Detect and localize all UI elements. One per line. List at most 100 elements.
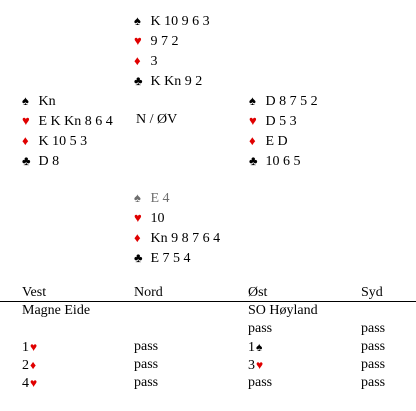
header-east: Øst	[248, 285, 268, 300]
south-clubs-cards: E 7 5 4	[150, 251, 191, 266]
bid-east: pass	[248, 320, 272, 338]
spade-icon: ♠	[249, 93, 256, 108]
bid-north: pass	[134, 374, 158, 392]
north-hearts-cards: 9 7 2	[150, 34, 179, 49]
bid-east: 3♥	[248, 356, 263, 375]
bid-east: pass	[248, 374, 272, 392]
bidding-table: Vest Nord Øst Syd Magne Eide SO Høyland …	[0, 284, 416, 392]
dealer-vulnerability-label: N / ØV	[136, 112, 178, 127]
bid-text: pass	[361, 339, 386, 354]
club-icon: ♣	[22, 153, 31, 168]
south-diamonds-holding: ♦ Kn 9 8 7 6 4	[134, 228, 220, 248]
north-clubs-cards: K Kn 9 2	[150, 74, 203, 89]
bid-text: pass	[361, 321, 386, 336]
south-spades-cards: E 4	[150, 191, 170, 206]
east-spades-holding: ♠ D 8 7 5 2	[249, 91, 318, 111]
club-icon: ♣	[134, 250, 143, 265]
south-hearts-holding: ♥ 10	[134, 208, 220, 228]
player-east-name: SO Høyland	[248, 303, 318, 318]
north-spades-holding: ♠ K 10 9 6 3	[134, 11, 210, 31]
bidding-row: 2♦ pass 3♥ pass	[0, 356, 416, 374]
bid-south: pass	[361, 374, 385, 392]
north-clubs-holding: ♣ K Kn 9 2	[134, 71, 210, 91]
east-diamonds-cards: E D	[265, 134, 288, 149]
bidding-header-row: Vest Nord Øst Syd	[0, 284, 416, 302]
bid-west: 1♥	[22, 338, 37, 357]
south-clubs-holding: ♣ E 7 5 4	[134, 248, 220, 268]
bid-text: pass	[361, 357, 386, 372]
bid-text: 1	[22, 340, 29, 355]
bid-south: pass	[361, 320, 385, 338]
bid-text: 4	[22, 376, 29, 391]
east-hearts-holding: ♥ D 5 3	[249, 111, 318, 131]
south-hand: ♠ E 4 ♥ 10 ♦ Kn 9 8 7 6 4 ♣ E 7 5 4	[134, 188, 220, 268]
east-clubs-holding: ♣ 10 6 5	[249, 151, 318, 171]
spade-icon: ♠	[22, 93, 29, 108]
bid-west: 4♥	[22, 374, 37, 393]
bid-text: pass	[361, 375, 386, 390]
north-diamonds-holding: ♦ 3	[134, 51, 210, 71]
east-clubs-cards: 10 6 5	[265, 154, 301, 169]
spade-icon: ♠	[134, 190, 141, 205]
bid-text: pass	[248, 321, 273, 336]
bid-text: 1	[248, 340, 255, 355]
north-spades-cards: K 10 9 6 3	[150, 14, 210, 29]
club-icon: ♣	[249, 153, 258, 168]
diamond-icon: ♦	[249, 133, 256, 148]
west-hearts-cards: E K Kn 8 6 4	[38, 114, 113, 129]
bid-text: pass	[248, 375, 273, 390]
north-diamonds-cards: 3	[150, 54, 158, 69]
heart-icon: ♥	[249, 113, 257, 128]
north-hearts-holding: ♥ 9 7 2	[134, 31, 210, 51]
east-spades-cards: D 8 7 5 2	[265, 94, 318, 109]
west-clubs-holding: ♣ D 8	[22, 151, 113, 171]
west-clubs-cards: D 8	[38, 154, 60, 169]
east-hand: ♠ D 8 7 5 2 ♥ D 5 3 ♦ E D ♣ 10 6 5	[249, 91, 318, 171]
player-names-row: Magne Eide SO Høyland	[0, 302, 416, 320]
west-hand: ♠ Kn ♥ E K Kn 8 6 4 ♦ K 10 5 3 ♣ D 8	[22, 91, 113, 171]
heart-icon: ♥	[30, 376, 38, 390]
header-west: Vest	[22, 285, 47, 300]
heart-icon: ♥	[30, 340, 38, 354]
bid-text: pass	[134, 357, 159, 372]
bid-text: pass	[134, 375, 159, 390]
bid-text: pass	[134, 339, 159, 354]
spade-icon: ♠	[134, 13, 141, 28]
bid-south: pass	[361, 338, 385, 356]
bid-west: 2♦	[22, 356, 36, 375]
club-icon: ♣	[134, 73, 143, 88]
south-diamonds-cards: Kn 9 8 7 6 4	[150, 231, 221, 246]
player-west-name: Magne Eide	[22, 303, 91, 318]
west-spades-holding: ♠ Kn	[22, 91, 113, 111]
bid-north: pass	[134, 356, 158, 374]
south-spades-holding: ♠ E 4	[134, 188, 220, 208]
heart-icon: ♥	[22, 113, 30, 128]
diamond-icon: ♦	[134, 53, 141, 68]
north-hand: ♠ K 10 9 6 3 ♥ 9 7 2 ♦ 3 ♣ K Kn 9 2	[134, 11, 210, 91]
diamond-icon: ♦	[134, 230, 141, 245]
bidding-row: 4♥ pass pass pass	[0, 374, 416, 392]
header-north: Nord	[134, 285, 163, 300]
bid-south: pass	[361, 356, 385, 374]
diamond-icon: ♦	[22, 133, 29, 148]
bid-text: 2	[22, 358, 29, 373]
spade-icon: ♠	[256, 340, 263, 354]
heart-icon: ♥	[134, 33, 142, 48]
west-hearts-holding: ♥ E K Kn 8 6 4	[22, 111, 113, 131]
west-spades-cards: Kn	[38, 94, 56, 109]
diamond-icon: ♦	[30, 358, 37, 372]
bid-east: 1♠	[248, 338, 262, 357]
east-diamonds-holding: ♦ E D	[249, 131, 318, 151]
heart-icon: ♥	[256, 358, 264, 372]
bid-text: 3	[248, 358, 255, 373]
header-south: Syd	[361, 285, 383, 300]
west-diamonds-cards: K 10 5 3	[38, 134, 88, 149]
east-hearts-cards: D 5 3	[265, 114, 297, 129]
south-hearts-cards: 10	[150, 211, 165, 226]
heart-icon: ♥	[134, 210, 142, 225]
bidding-row: pass pass	[0, 320, 416, 338]
west-diamonds-holding: ♦ K 10 5 3	[22, 131, 113, 151]
bid-north: pass	[134, 338, 158, 356]
